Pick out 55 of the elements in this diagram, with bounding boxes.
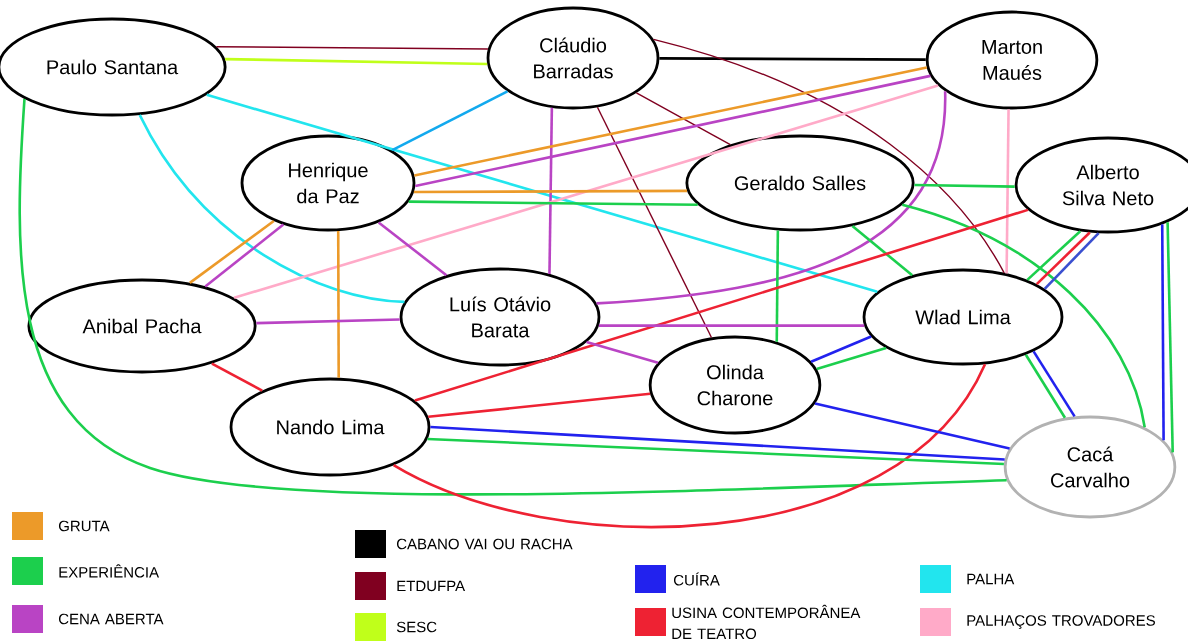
connector-line	[138, 114, 405, 304]
connector-line	[414, 66, 927, 177]
connector-line	[598, 324, 865, 327]
legend-label: CUÍRA	[674, 572, 720, 586]
legend-label: CENA ABERTA	[59, 613, 164, 625]
connector-line	[414, 208, 1029, 402]
connector-line	[596, 106, 713, 339]
connector-line	[391, 90, 508, 152]
connector-line	[413, 189, 688, 194]
connector-line	[635, 92, 731, 146]
connector-line	[775, 230, 780, 342]
connector-line	[1166, 222, 1174, 453]
connector-line	[586, 340, 659, 364]
connector-line	[1035, 231, 1091, 286]
connector-line	[225, 57, 488, 66]
connector-line	[430, 425, 1005, 461]
connector-line	[233, 84, 939, 300]
connector-line	[377, 221, 448, 277]
connector-line	[204, 223, 285, 288]
connector-line	[810, 335, 872, 363]
legend-label: GRUTA	[58, 520, 110, 532]
connector-line	[652, 38, 1005, 274]
connector-line	[189, 219, 275, 284]
legend-label: SESC	[396, 621, 437, 633]
connector-line	[659, 57, 926, 61]
legend-label: PALHAÇOS TROVADORES	[967, 615, 1155, 629]
connector-line	[914, 183, 1015, 188]
connector-line	[548, 107, 554, 274]
connector-line	[851, 225, 914, 277]
connector-line	[256, 318, 400, 325]
connector-line	[215, 46, 489, 50]
legend-label: ETDUFPA	[397, 580, 466, 592]
legend-label: EXPERIÊNCIA	[59, 564, 160, 578]
connector-line	[816, 346, 887, 371]
connector-line	[427, 437, 1004, 466]
connector-line	[901, 203, 1146, 428]
connector-line	[206, 93, 878, 294]
connector-line	[336, 231, 340, 378]
connector-line	[596, 91, 947, 305]
connector-line	[1026, 230, 1082, 281]
connector-line	[408, 200, 698, 207]
legend-label: CABANO VAI OU RACHA	[397, 538, 573, 550]
legend-label: PALHA	[967, 573, 1015, 585]
connector-line	[1032, 350, 1076, 418]
connector-line	[18, 98, 1007, 496]
connector-line	[1043, 232, 1100, 290]
connector-line	[414, 74, 931, 188]
connector-line	[1160, 224, 1165, 441]
connector-line	[1024, 354, 1067, 419]
legend-label: USINA CONTEMPORÂNEA DE TEATRO	[672, 604, 861, 640]
connector-line	[211, 362, 263, 392]
connector-line	[814, 402, 1010, 450]
connector-line	[393, 363, 987, 529]
connector-line	[428, 392, 651, 419]
connector-line	[1005, 109, 1010, 274]
